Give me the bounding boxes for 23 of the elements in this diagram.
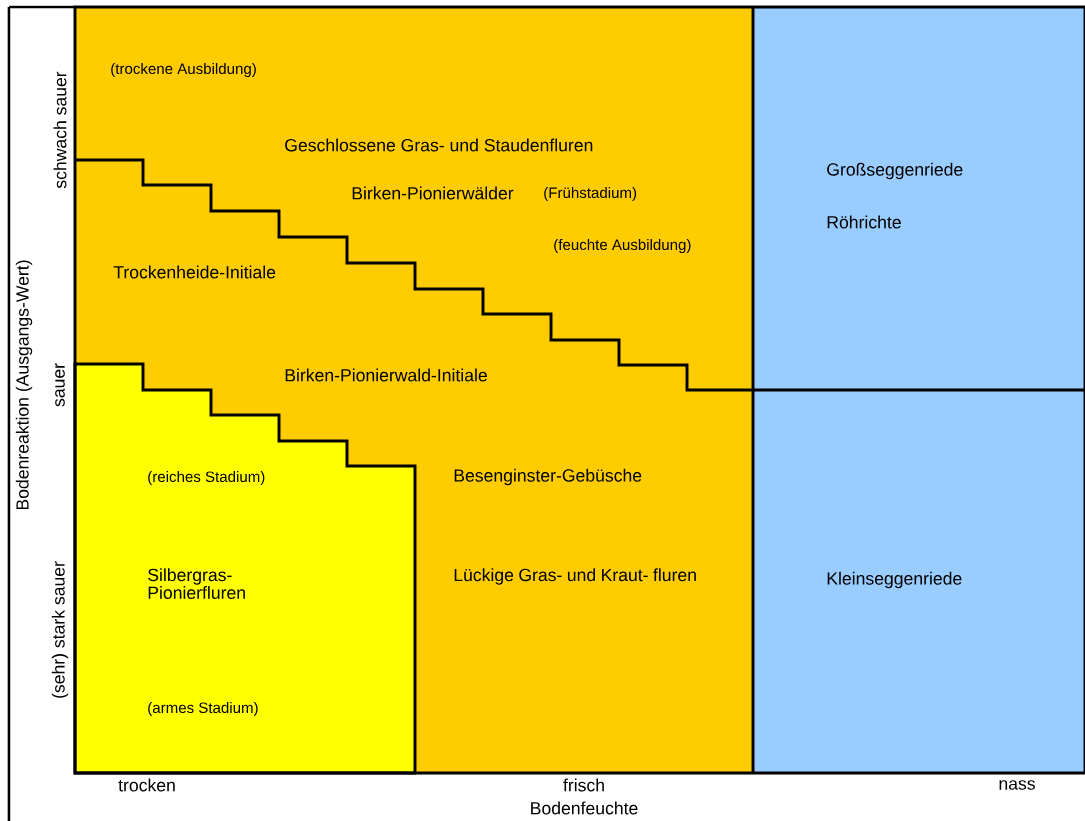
tick-label: sauer [55, 363, 65, 407]
zone-label: (trockene Ausbildung) [111, 62, 256, 77]
tick-label: (sehr) stark sauer [51, 561, 69, 698]
axis-title: Bodenfeuchte [531, 801, 638, 815]
zone-label: Röhrichte [827, 215, 901, 229]
zone-label: Kleinseggenriede [827, 571, 962, 589]
zone-label: Geschlossene Gras- und Staudenfluren [285, 138, 593, 152]
tick-label: trocken [118, 778, 175, 792]
zone-label: (feuchte Ausbildung) [554, 238, 691, 253]
zone-label: Großseggenriede [827, 162, 963, 180]
zone-label: (armes Stadium) [148, 702, 258, 716]
zone-label: Trockenheide-Initiale [113, 265, 276, 279]
zone-label: Besenginster-Gebüsche [454, 468, 642, 486]
zone-label: (Frühstadium) [544, 187, 637, 201]
tick-label: schwach sauer [53, 71, 67, 189]
zone-label: Birken-Pionierwald-Initiale [285, 368, 487, 382]
zone-label: Birken-Pionierwälder [352, 186, 514, 200]
zone-label: (reiches Stadium) [148, 471, 265, 485]
zone-label: Lückige Gras- und Kraut- fluren [454, 568, 696, 585]
tick-label: nass [999, 780, 1035, 790]
zone-label: Silbergras- Pionierfluren [148, 568, 245, 599]
tick-label: frisch [563, 778, 604, 792]
axis-title: Bodenreaktion (Ausgangs-Wert) [15, 260, 33, 510]
